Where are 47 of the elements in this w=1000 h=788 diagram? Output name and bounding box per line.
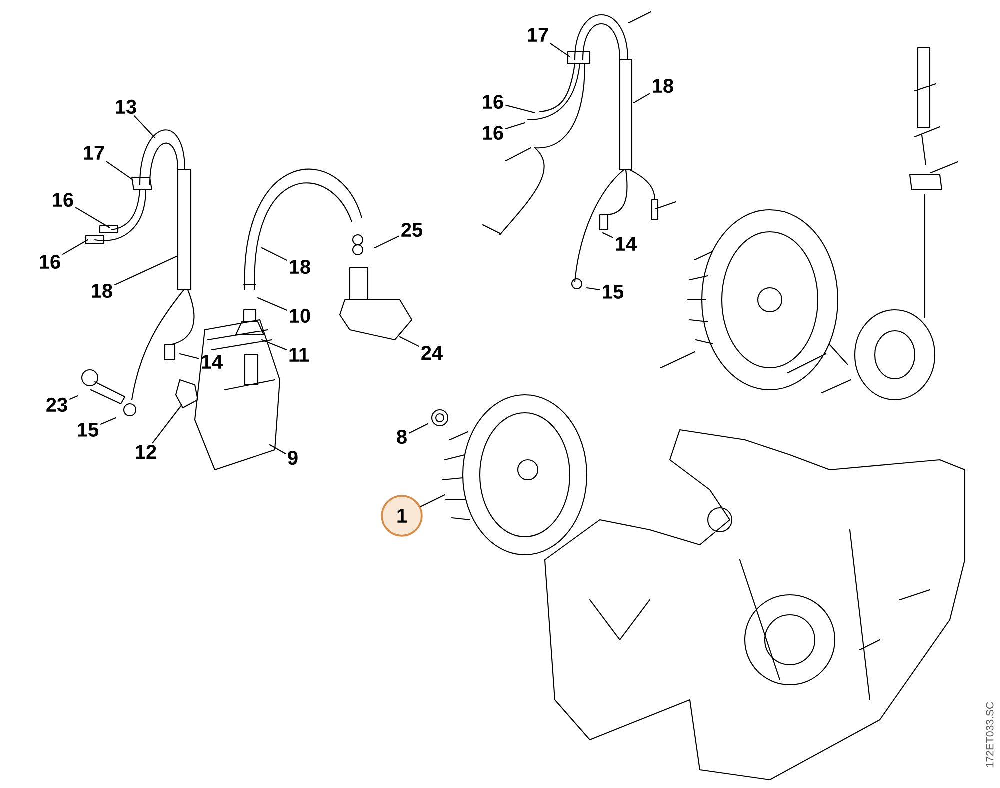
leader-line	[62, 239, 89, 255]
leader-line	[633, 93, 650, 104]
callout-number: 14	[202, 355, 223, 369]
leader-line	[152, 404, 183, 444]
leader-line	[602, 232, 614, 238]
callout-number: 16	[40, 254, 60, 270]
callout-number: 16	[483, 94, 504, 110]
callout-number: 16	[53, 192, 74, 208]
leader-line	[261, 339, 288, 350]
leader-line	[257, 297, 288, 311]
leader-line	[420, 494, 446, 508]
leader-line	[506, 104, 536, 114]
leader-line	[409, 423, 429, 434]
leader-line	[100, 417, 117, 425]
callout-number: 11	[290, 348, 309, 362]
callout-number: 10	[290, 308, 310, 324]
callout-number: 16	[483, 126, 504, 140]
leader-line	[70, 395, 79, 400]
circled-callout-number: 1	[381, 495, 423, 537]
callout-number: 17	[84, 146, 104, 160]
callout-number: 18	[290, 260, 310, 274]
leader-line	[106, 161, 134, 181]
callout-number: 9	[288, 450, 298, 466]
callout-number: 12	[136, 445, 156, 459]
leader-line	[269, 444, 286, 454]
callout-number: 23	[46, 398, 68, 412]
callout-number: 8	[397, 430, 407, 444]
callout-number: 25	[402, 222, 423, 238]
leader-line	[76, 207, 111, 229]
callout-number: 18	[653, 78, 674, 94]
leader-line	[506, 122, 526, 130]
drawing-number: 172ET033.SC	[986, 702, 994, 768]
leader-line	[374, 236, 400, 249]
leader-line	[134, 116, 156, 139]
callout-number: 17	[528, 28, 548, 42]
callout-number: 18	[92, 284, 112, 298]
callout-number: 15	[78, 423, 99, 437]
callout-number: 14	[616, 237, 637, 251]
leader-line	[114, 255, 179, 286]
callout-number: 15	[603, 285, 624, 299]
leader-line	[550, 43, 571, 58]
leader-line	[179, 353, 200, 360]
callout-number: 13	[116, 100, 136, 114]
callout-number: 24	[422, 346, 443, 360]
leader-line	[399, 336, 420, 347]
leader-line	[586, 287, 600, 291]
leader-line	[261, 247, 288, 261]
